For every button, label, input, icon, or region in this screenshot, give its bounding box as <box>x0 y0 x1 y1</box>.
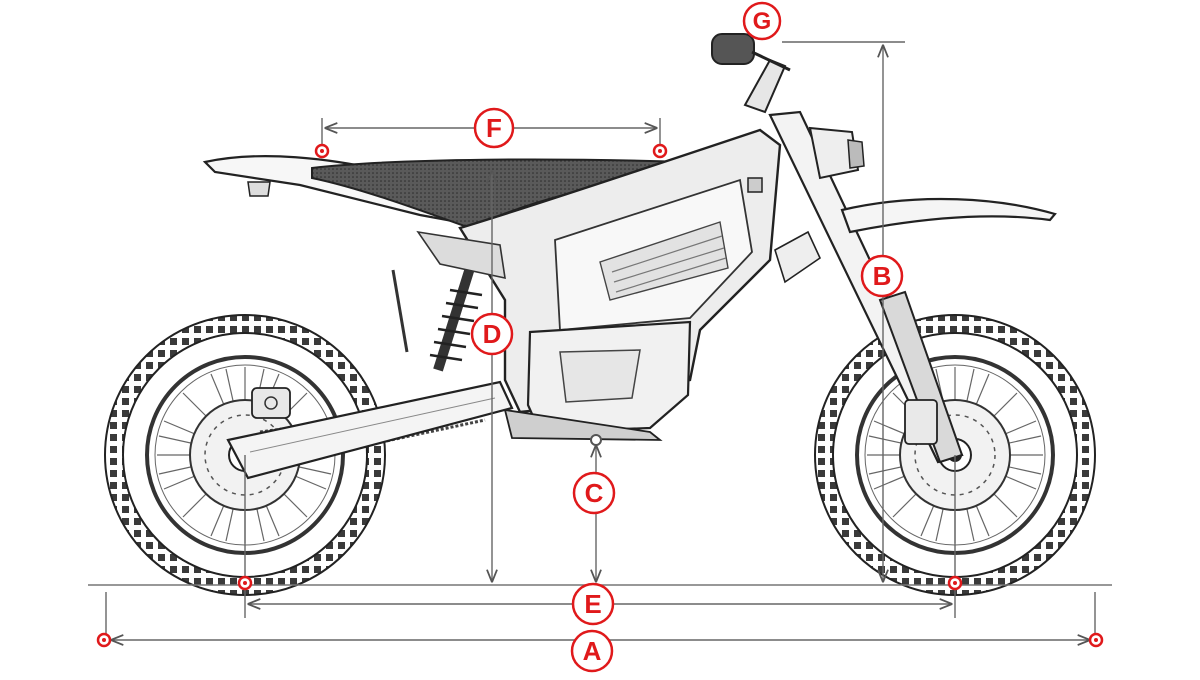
badge-c-label: C <box>585 478 604 508</box>
anchor-dot <box>947 575 963 591</box>
headlight <box>808 126 860 180</box>
anchor-dot <box>96 632 112 648</box>
badge-d: D <box>470 312 514 356</box>
anchor-dot <box>652 143 668 159</box>
anchor-dot <box>237 575 253 591</box>
anchor-dot <box>590 434 602 446</box>
badge-f-label: F <box>486 113 502 143</box>
anchor-dot <box>314 143 330 159</box>
badge-e-label: E <box>584 589 601 619</box>
anchor-dot <box>1088 632 1104 648</box>
grip <box>711 33 755 65</box>
badge-f: F <box>473 107 515 149</box>
front-caliper <box>904 399 938 445</box>
swingarm <box>226 380 514 480</box>
anchor-dots <box>96 143 1104 648</box>
handlebar <box>711 33 791 114</box>
badge-g-label: G <box>753 8 772 35</box>
badge-c: C <box>572 471 616 515</box>
skid-plate <box>503 408 663 441</box>
rear-shock <box>391 266 483 372</box>
tail-light <box>247 181 271 197</box>
rear-caliper <box>251 387 291 419</box>
front-fender <box>840 197 1057 234</box>
badge-b: B <box>860 254 904 298</box>
badge-d-label: D <box>483 319 502 349</box>
badge-a: A <box>570 629 614 673</box>
badge-g: G <box>742 1 782 41</box>
badge-a-label: A <box>583 636 602 666</box>
badge-b-label: B <box>873 261 892 291</box>
badge-e: E <box>571 582 615 626</box>
